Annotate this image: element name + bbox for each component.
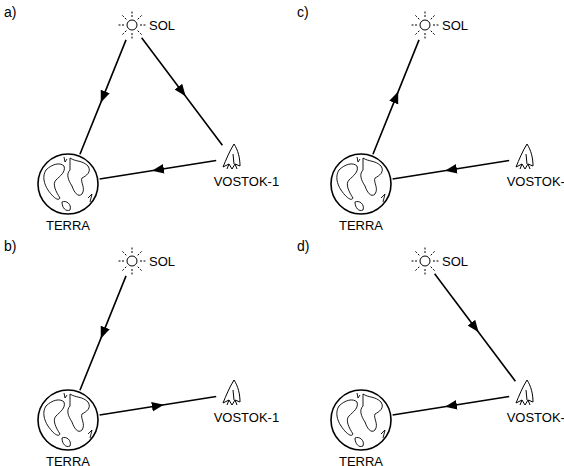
node-label: VOSTOK-1 [214, 174, 280, 189]
earth-symbol: TERRA [37, 389, 99, 451]
node-label: SOL [442, 254, 468, 269]
node-label: TERRA [339, 454, 383, 466]
arrow-connector [373, 40, 419, 154]
spacecraft-symbol: VOSTOK-1 [217, 379, 247, 409]
node-outline [217, 143, 247, 173]
earth-symbol: TERRA [330, 389, 392, 451]
node-outline [217, 379, 247, 409]
panel-label: d) [297, 238, 309, 254]
node-label: VOSTOK-1 [507, 174, 564, 189]
arrow-connector [100, 161, 217, 179]
node-outline [37, 153, 99, 215]
spacecraft-symbol: VOSTOK-1 [510, 143, 540, 173]
node-label: TERRA [46, 454, 90, 466]
node-label: SOL [442, 18, 468, 33]
node-outline [330, 389, 392, 451]
node-label: SOL [149, 254, 175, 269]
node-label: VOSTOK-1 [507, 410, 564, 425]
node-outline [37, 389, 99, 451]
sun-symbol: SOL [117, 10, 147, 40]
node-label: TERRA [339, 218, 383, 233]
sun-symbol: SOL [117, 246, 147, 276]
arrow-connector [100, 397, 217, 415]
arrow-connector [435, 274, 516, 381]
node-outline [330, 153, 392, 215]
arrow-connector [80, 276, 126, 390]
node-outline [117, 10, 147, 40]
arrow-connector [80, 40, 126, 154]
node-outline [410, 246, 440, 276]
node-outline [510, 379, 540, 409]
node-label: VOSTOK-1 [214, 410, 280, 425]
panel-label: c) [297, 4, 309, 20]
node-outline [410, 10, 440, 40]
sun-symbol: SOL [410, 10, 440, 40]
panel-label: a) [4, 4, 16, 20]
panel-label: b) [4, 238, 16, 254]
node-outline [117, 246, 147, 276]
earth-symbol: TERRA [330, 153, 392, 215]
node-label: TERRA [46, 218, 90, 233]
arrow-connector [393, 161, 510, 179]
node-outline [510, 143, 540, 173]
earth-symbol: TERRA [37, 153, 99, 215]
arrow-connector [393, 397, 510, 415]
spacecraft-symbol: VOSTOK-1 [217, 143, 247, 173]
node-label: SOL [149, 18, 175, 33]
spacecraft-symbol: VOSTOK-1 [510, 379, 540, 409]
sun-symbol: SOL [410, 246, 440, 276]
arrow-connector [142, 38, 223, 145]
